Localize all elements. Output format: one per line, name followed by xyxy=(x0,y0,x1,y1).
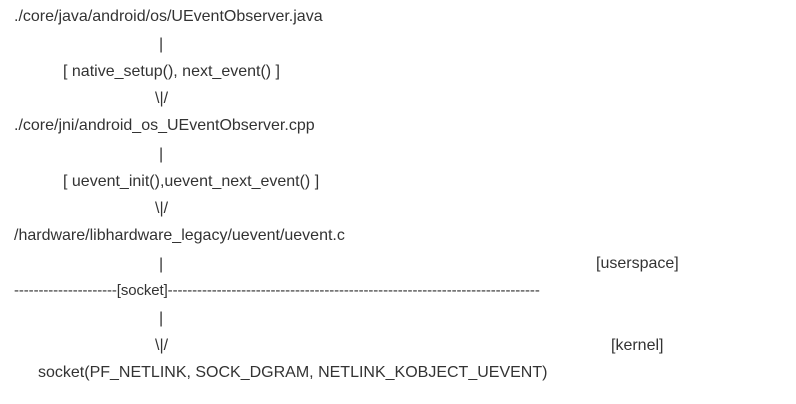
jni-file-path: ./core/jni/android_os_UEventObserver.cpp xyxy=(14,117,315,134)
java-file-path: ./core/java/android/os/UEventObserver.ja… xyxy=(14,8,323,25)
jni-native-methods: [ uevent_init(),uevent_next_event() ] xyxy=(63,173,320,190)
down-arrow: \|/ xyxy=(155,90,169,107)
down-arrow: \|/ xyxy=(155,200,169,217)
java-native-methods: [ native_setup(), next_event() ] xyxy=(63,63,280,80)
kernel-label: [kernel] xyxy=(611,337,664,354)
userspace-label: [userspace] xyxy=(596,255,679,272)
connector-pipe: | xyxy=(159,146,164,163)
socket-call: socket(PF_NETLINK, SOCK_DGRAM, NETLINK_K… xyxy=(38,364,548,381)
socket-boundary-line: ---------------------[socket]-----------… xyxy=(14,282,540,299)
connector-pipe: | xyxy=(159,310,164,327)
connector-pipe: | xyxy=(159,256,164,273)
down-arrow: \|/ xyxy=(155,337,169,354)
connector-pipe: | xyxy=(159,36,164,53)
hal-file-path: /hardware/libhardware_legacy/uevent/ueve… xyxy=(14,227,345,244)
